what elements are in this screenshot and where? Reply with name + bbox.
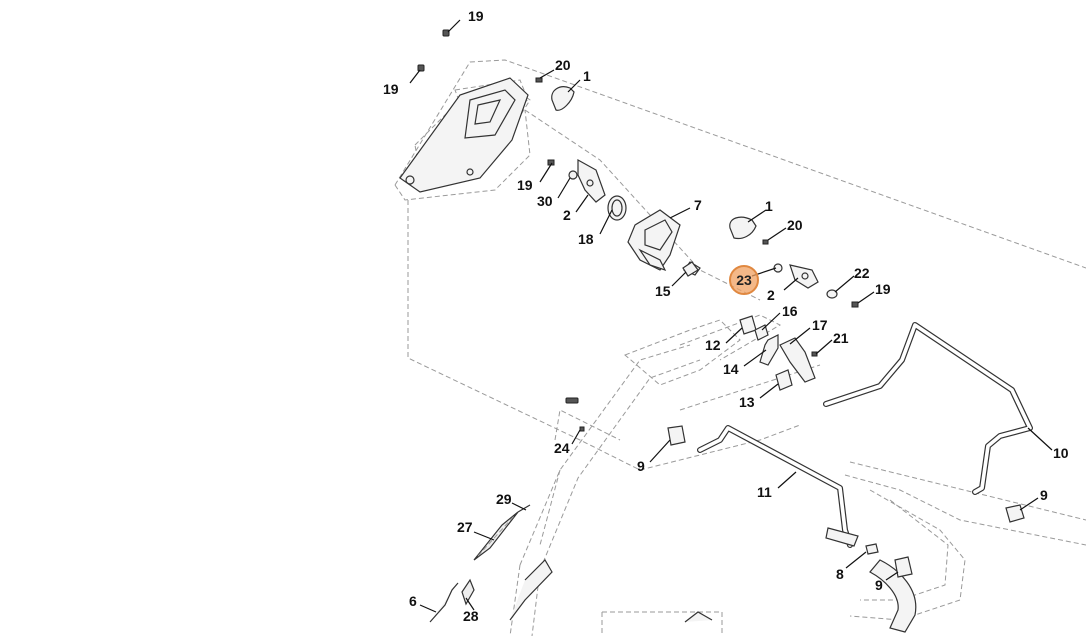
- callout-28: 28: [463, 608, 479, 624]
- callout-9: 9: [637, 458, 645, 474]
- lever-2-left: [547, 158, 627, 221]
- callout-24: 24: [554, 440, 570, 456]
- rod-10: [823, 322, 1033, 495]
- callout-21: 21: [833, 330, 849, 346]
- callout-20: 20: [555, 57, 571, 73]
- callout-17: 17: [812, 317, 828, 333]
- callout-19: 19: [468, 8, 484, 24]
- control-housing-7: [627, 209, 701, 276]
- bushing-9-a: [667, 425, 686, 446]
- callout-2: 2: [563, 207, 571, 223]
- trigger-assembly: [739, 315, 818, 391]
- knob-1-top: [535, 77, 575, 111]
- bushing-9-b: [1005, 504, 1025, 523]
- handle-bar-lower-outline: [509, 344, 701, 636]
- callout-10: 10: [1053, 445, 1069, 461]
- rod-11: [697, 425, 859, 548]
- callout-2: 2: [767, 287, 775, 303]
- knob-1-right: [729, 216, 769, 245]
- cover-housing: [399, 77, 529, 193]
- callout-19: 19: [875, 281, 891, 297]
- callout-13: 13: [739, 394, 755, 410]
- clip-15: [682, 261, 699, 277]
- callout-27: 27: [457, 519, 473, 535]
- callout-8: 8: [836, 566, 844, 582]
- callout-19: 19: [517, 177, 533, 193]
- callout-labels: 19 19 20 1 19 30 2 18 7 1 20 22 19 2 15 …: [383, 8, 1069, 624]
- deck-frame-outline: [601, 461, 1086, 636]
- callout-1: 1: [583, 68, 591, 84]
- callout-9: 9: [875, 577, 883, 593]
- callout-30: 30: [537, 193, 553, 209]
- screw-24: [565, 397, 585, 432]
- lever-2-right: [773, 263, 859, 308]
- leader-lines: [409, 19, 1053, 613]
- callout-12: 12: [705, 337, 721, 353]
- highlight-circle: [729, 265, 759, 295]
- callout-6: 6: [409, 593, 417, 609]
- bushing-8: [865, 543, 879, 555]
- highlighted-callout-23[interactable]: 23: [729, 265, 759, 295]
- callout-22: 22: [854, 265, 870, 281]
- callout-1: 1: [765, 198, 773, 214]
- spring-27: [473, 504, 531, 561]
- callout-20: 20: [787, 217, 803, 233]
- callout-7: 7: [694, 197, 702, 213]
- bushing-9-c: [894, 556, 913, 578]
- callout-23: 23: [736, 272, 752, 288]
- callout-15: 15: [655, 283, 671, 299]
- callout-18: 18: [578, 231, 594, 247]
- callout-14: 14: [723, 361, 739, 377]
- cable-6: [429, 559, 713, 623]
- callout-29: 29: [496, 491, 512, 507]
- callout-16: 16: [782, 303, 798, 319]
- callout-19: 19: [383, 81, 399, 97]
- callout-11: 11: [757, 484, 772, 500]
- callout-9: 9: [1040, 487, 1048, 503]
- screw-19-top: [417, 29, 450, 72]
